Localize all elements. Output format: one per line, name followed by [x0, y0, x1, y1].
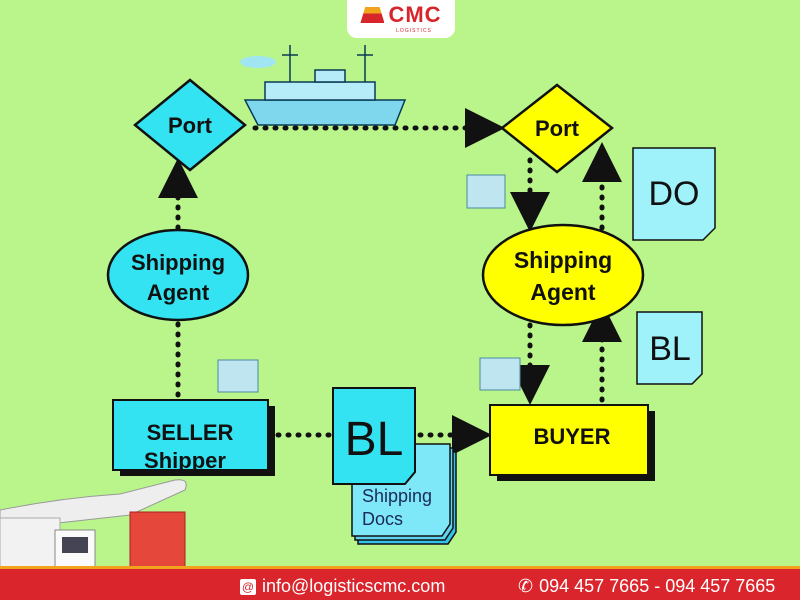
seller-label: SELLER — [147, 420, 234, 445]
logo-name: CMC — [388, 2, 442, 27]
shipping-docs-line2: Docs — [362, 509, 403, 529]
bl-document-right: BL — [636, 311, 703, 385]
port-left: Port — [133, 78, 247, 172]
port-left-label: Port — [168, 113, 213, 138]
agent-left-line2: Agent — [147, 280, 210, 305]
logo-mark-icon — [360, 7, 385, 23]
logo-row: CMC — [360, 4, 441, 26]
dotted-connectors — [158, 108, 622, 455]
bl-center-label: BL — [345, 413, 404, 466]
shipper-label: Shipper — [144, 448, 226, 473]
agent-right-line2: Agent — [530, 279, 596, 305]
phone-icon: ✆ — [518, 576, 534, 596]
email-contact[interactable]: @ info@logisticscmc.com — [240, 576, 445, 597]
bl-document-center: BL — [332, 387, 416, 485]
agent-left-line1: Shipping — [131, 250, 225, 275]
seller-box: SELLER Shipper — [112, 399, 275, 476]
shipping-agent-right: Shipping Agent — [481, 223, 645, 327]
logo-subtitle: LOGISTICS — [396, 28, 432, 34]
bl-right-label: BL — [649, 330, 691, 368]
port-right: Port — [499, 83, 615, 174]
phone-contact[interactable]: ✆ 094 457 7665 - 094 457 7665 — [518, 576, 775, 597]
shipping-agent-left: Shipping Agent — [106, 228, 250, 322]
do-label: DO — [649, 175, 700, 213]
cmc-logo: CMC LOGISTICS — [347, 0, 455, 38]
phone-text[interactable]: 094 457 7665 - 094 457 7665 — [539, 576, 776, 596]
image-thumbnail-icons — [217, 174, 521, 393]
footer-bar: @ info@logisticscmc.com ✆ 094 457 7665 -… — [0, 566, 800, 600]
agent-right-line1: Shipping — [514, 247, 612, 273]
ship-icon — [240, 45, 407, 126]
shipping-docs-line1: Shipping — [362, 486, 432, 506]
port-right-label: Port — [535, 116, 580, 141]
buyer-label: BUYER — [533, 424, 610, 449]
buyer-box: BUYER — [489, 404, 655, 481]
do-document: DO — [632, 147, 716, 241]
email-text[interactable]: info@logisticscmc.com — [262, 576, 446, 596]
email-icon: @ — [240, 578, 256, 595]
